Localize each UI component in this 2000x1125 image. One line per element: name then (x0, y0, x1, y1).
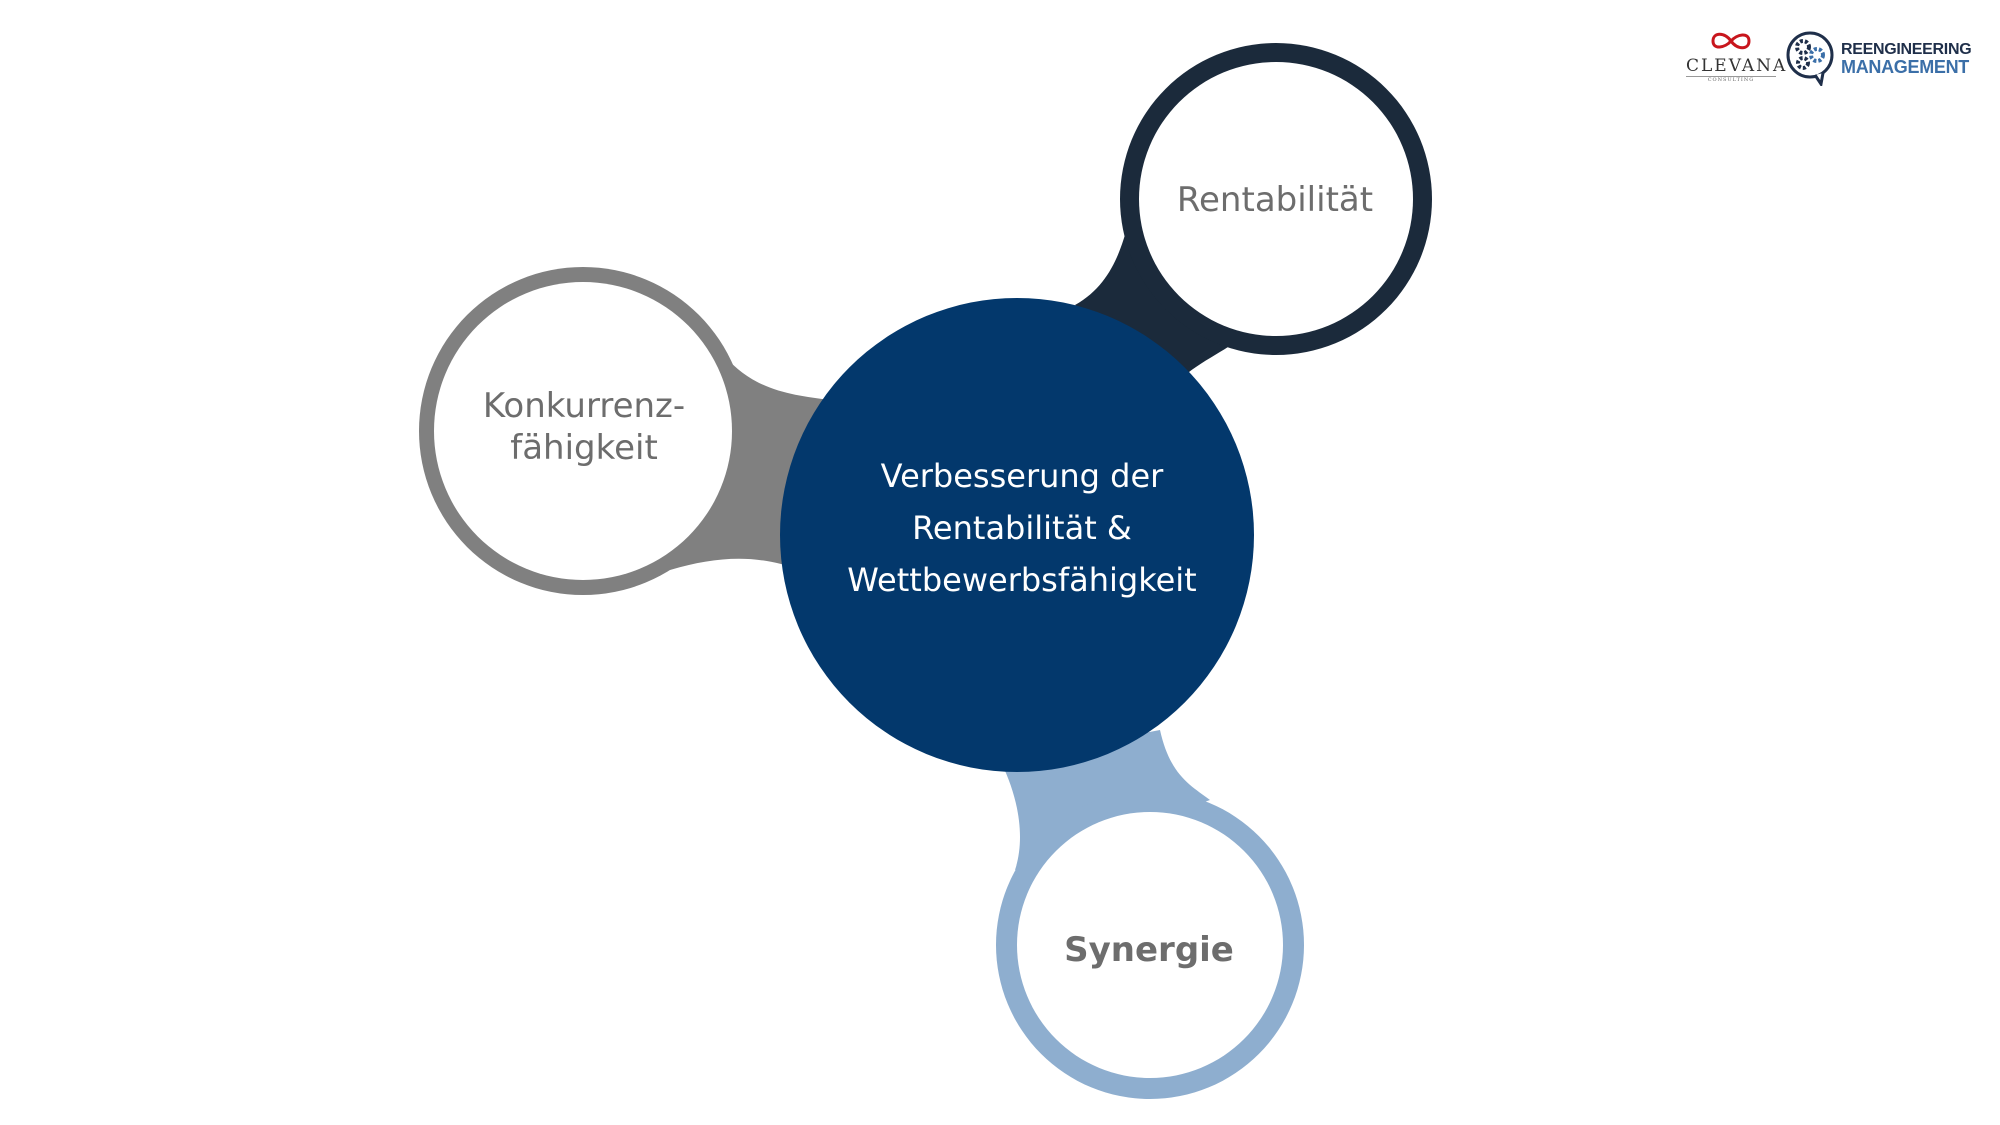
center-line-3: Wettbewerbsfähigkeit (847, 561, 1197, 599)
konkurrenz-line-1: Konkurrenz- (482, 386, 686, 426)
node-label-synergie: Synergie (1064, 930, 1234, 970)
clevana-name: CLEVANA (1686, 56, 1788, 76)
node-konkurrenz-fill (434, 282, 732, 580)
node-rentabilitaet-fill (1139, 62, 1413, 336)
reengineering-line2: MANAGEMENT (1841, 56, 1969, 77)
reengineering-line1: REENGINEERING (1841, 40, 1972, 58)
konkurrenz-line-2: fähigkeit (510, 428, 658, 468)
node-synergie-fill (1017, 812, 1283, 1078)
center-label: Verbesserung der Rentabilität & Wettbewe… (847, 450, 1196, 606)
node-label-konkurrenz: Konkurrenz- fähigkeit (483, 385, 685, 469)
node-label-rentabilitaet: Rentabilität (1176, 180, 1374, 220)
center-line-1: Verbesserung der (880, 457, 1164, 495)
reengineering-logo: REENGINEERING MANAGEMENT (1785, 30, 1972, 86)
clevana-logo: CLEVANA CONSULTING (1686, 30, 1788, 83)
center-line-2: Rentabilität & (912, 509, 1132, 547)
center-circle (780, 298, 1254, 772)
clevana-sub: CONSULTING (1686, 76, 1776, 83)
infinity-icon (1711, 32, 1751, 50)
gears-bubble-icon (1786, 31, 1834, 86)
